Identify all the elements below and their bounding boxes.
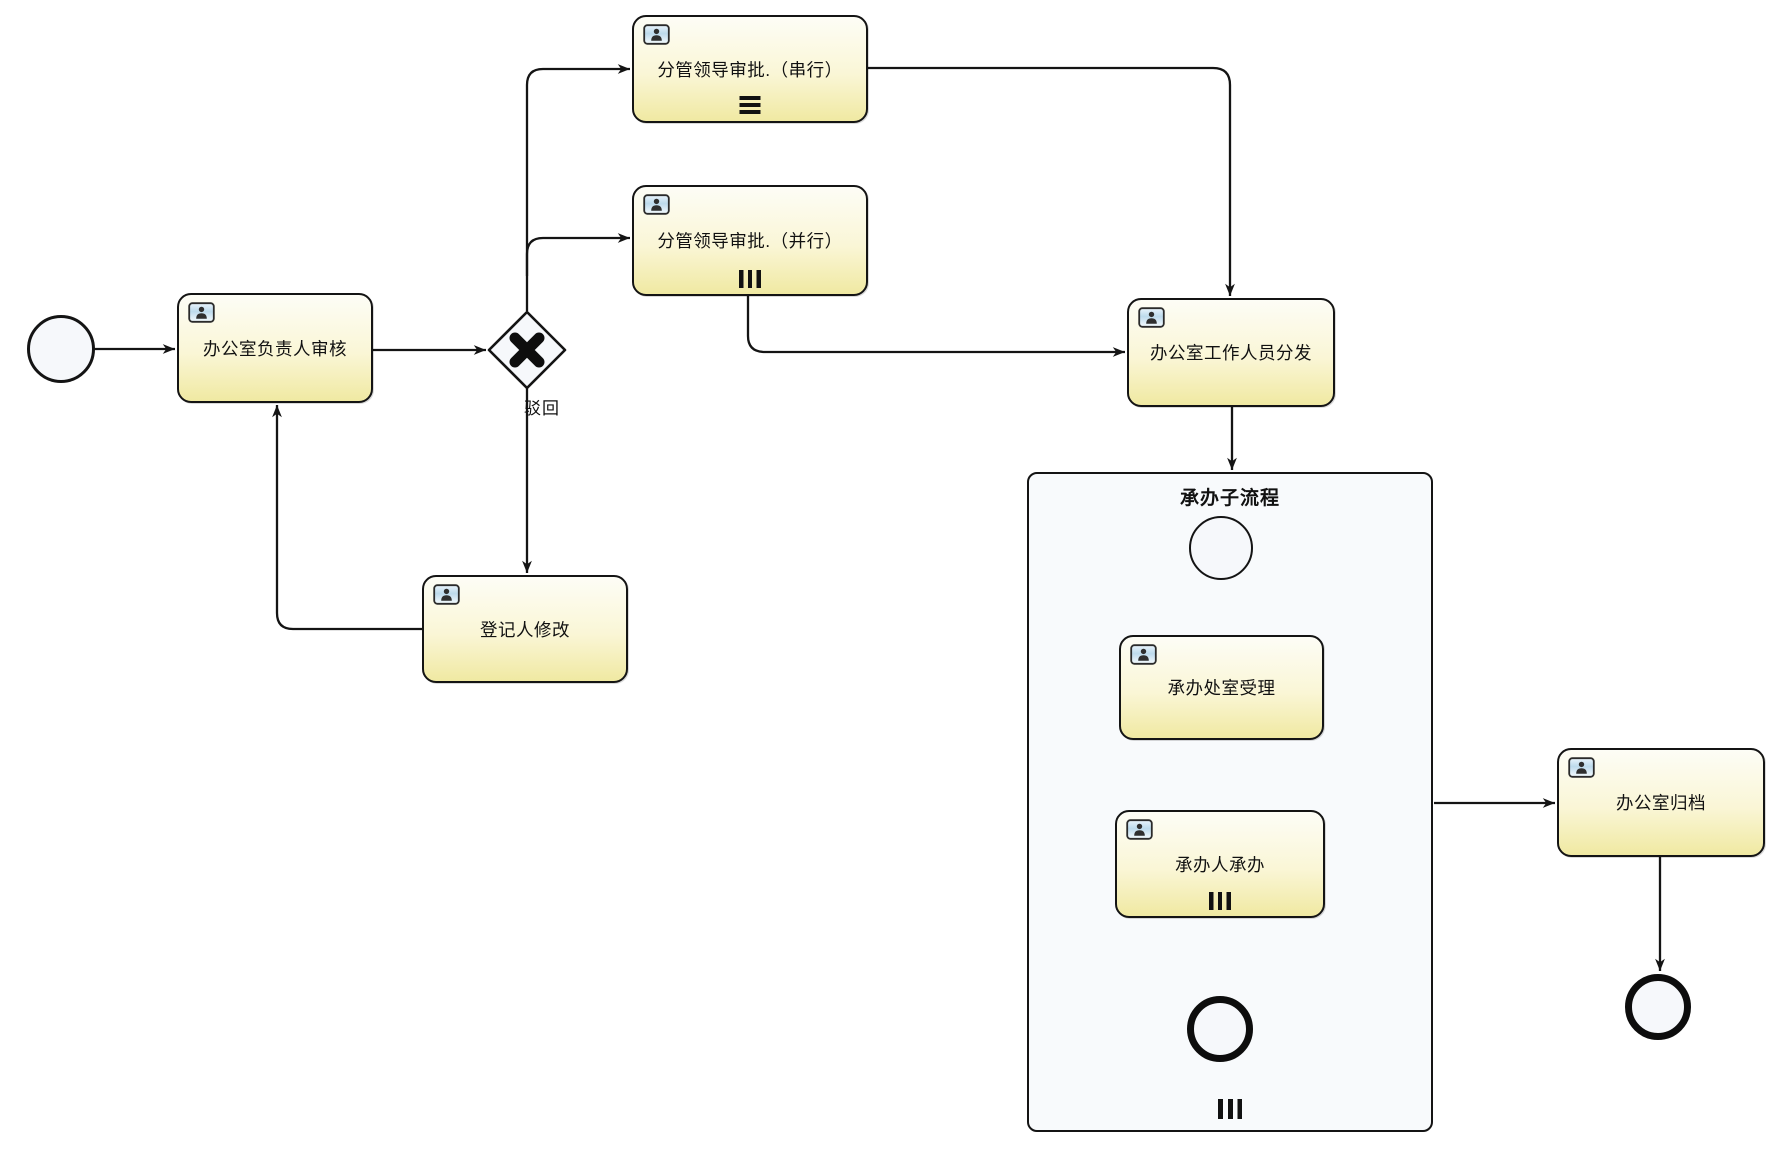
gateway-x-icon	[509, 332, 545, 368]
task-label: 办公室负责人审核	[203, 338, 347, 359]
parallel-multi-instance-marker	[739, 270, 761, 288]
subprocess-handling[interactable]: 承办子流程 承办处室受理 承办人承办	[1027, 472, 1433, 1132]
task-office-manager-review[interactable]: 办公室负责人审核	[177, 293, 373, 403]
end-event[interactable]	[1625, 974, 1691, 1040]
task-label: 承办人承办	[1175, 854, 1265, 875]
task-label: 承办处室受理	[1167, 678, 1276, 698]
task-label: 办公室归档	[1616, 793, 1706, 813]
user-task-icon	[433, 584, 460, 605]
subprocess-parallel-multi-instance-marker	[1218, 1099, 1242, 1119]
task-label: 登记人修改	[480, 619, 570, 640]
user-task-icon	[643, 24, 670, 45]
user-task-icon	[1130, 644, 1157, 665]
flow-parallel-to-distribute[interactable]	[746, 296, 1125, 357]
user-task-icon	[188, 302, 215, 323]
sequential-multi-instance-marker	[739, 96, 761, 114]
flow-serial-to-distribute[interactable]	[868, 66, 1235, 296]
flow-modify-to-review[interactable]	[272, 405, 422, 631]
task-label: 办公室工作人员分发	[1150, 343, 1312, 363]
task-registrant-modify[interactable]: 登记人修改	[422, 575, 628, 683]
task-label: 分管领导审批.（并行）	[657, 231, 843, 251]
start-event[interactable]	[27, 315, 95, 383]
flow-gateway-to-parallel[interactable]	[525, 233, 630, 276]
task-leader-approval-parallel[interactable]: 分管领导审批.（并行）	[632, 185, 868, 296]
task-label: 分管领导审批.（串行）	[657, 59, 843, 80]
user-task-icon	[1126, 819, 1153, 840]
subprocess-title: 承办子流程	[1179, 488, 1280, 509]
flow-gateway-to-serial[interactable]	[525, 64, 630, 311]
user-task-icon	[643, 194, 670, 215]
user-task-icon	[1568, 757, 1595, 778]
parallel-multi-instance-marker	[1209, 892, 1231, 910]
subprocess-end-event[interactable]	[1187, 996, 1253, 1062]
user-task-icon	[1138, 307, 1165, 328]
subprocess-start-event[interactable]	[1189, 516, 1253, 580]
task-handling-dept-accept[interactable]: 承办处室受理	[1119, 635, 1324, 740]
flow-label-reject: 驳回	[524, 399, 560, 418]
task-handler-handle[interactable]: 承办人承办	[1115, 810, 1325, 918]
task-office-staff-distribute[interactable]: 办公室工作人员分发	[1127, 298, 1335, 407]
exclusive-gateway[interactable]	[486, 309, 568, 391]
task-office-archive[interactable]: 办公室归档	[1557, 748, 1765, 857]
task-leader-approval-serial[interactable]: 分管领导审批.（串行）	[632, 15, 868, 123]
